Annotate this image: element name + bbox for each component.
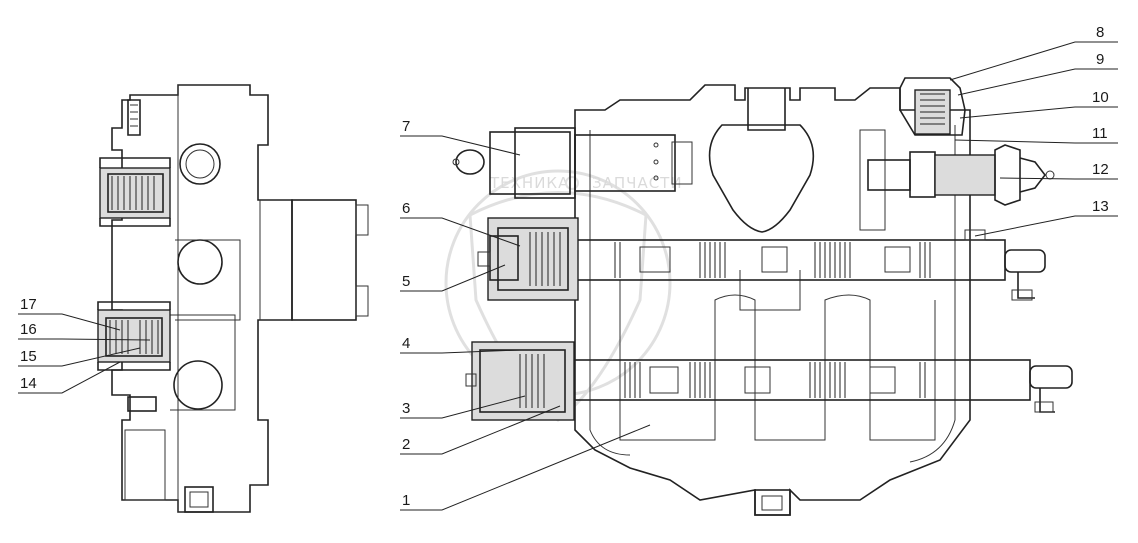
- callout-10: 10: [1092, 89, 1109, 106]
- watermark-right-text: ЗАПЧАСТИ: [592, 174, 683, 192]
- gear-icon: [565, 176, 579, 190]
- callout-13: 13: [1092, 198, 1109, 215]
- callout-17: 17: [20, 296, 37, 313]
- side-view: [97, 84, 369, 513]
- callout-7: 7: [402, 118, 410, 135]
- callout-3: 3: [402, 400, 410, 417]
- callout-5: 5: [402, 273, 410, 290]
- watermark-left-text: ТЕХНИКА: [489, 174, 569, 192]
- callout-14: 14: [20, 375, 37, 392]
- callout-6: 6: [402, 200, 410, 217]
- callout-labels: 17 16 15 14 7 6 5 4 3 2 1 8 9 10 11 12 1…: [20, 24, 1109, 509]
- callout-9: 9: [1096, 51, 1104, 68]
- callout-4: 4: [402, 335, 410, 352]
- callout-1: 1: [402, 492, 410, 509]
- callout-16: 16: [20, 321, 37, 338]
- callout-8: 8: [1096, 24, 1104, 41]
- leader-lines: [18, 41, 1118, 511]
- callout-15: 15: [20, 348, 37, 365]
- main-view: [452, 77, 1073, 516]
- callout-2: 2: [402, 436, 410, 453]
- callout-11: 11: [1092, 125, 1108, 142]
- callout-12: 12: [1092, 161, 1109, 178]
